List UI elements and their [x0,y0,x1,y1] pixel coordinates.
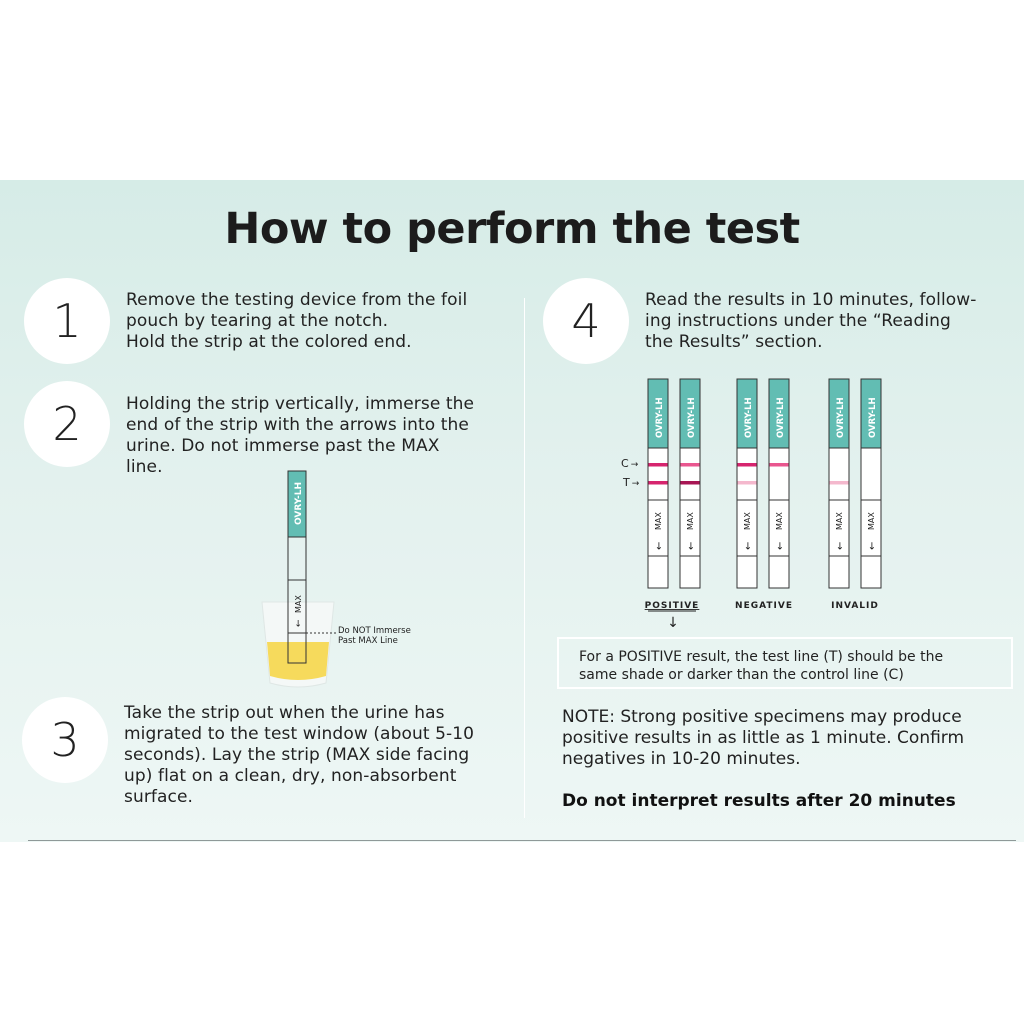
strip-arrow: ← [654,542,665,550]
strip-max-label: MAX [654,512,663,530]
positive-down-arrow: ↓ [667,615,679,631]
invalid-strip-2: OVRY-LH MAX ← [860,378,882,589]
test-line [648,481,668,485]
strip-max-label: MAX [686,512,695,530]
test-line [737,481,757,485]
bottom-divider [28,840,1016,841]
positive-label: POSITIVE [645,601,700,611]
control-line [769,463,789,467]
strip-arrow: ← [867,542,878,550]
control-marker: C→ [621,457,639,470]
strip-max-label: MAX [867,512,876,530]
strip-max-label: MAX [743,512,752,530]
immerse-callout-line-1: Do NOT Immerse [338,626,411,636]
test-marker: T→ [622,476,640,489]
strip-arrow: ← [775,542,786,550]
strip-max-label: MAX [775,512,784,530]
control-line [737,463,757,467]
strip-arrow: ← [743,542,754,550]
strip-brand-label: OVRY-LH [687,397,697,438]
strip-brand-label: OVRY-LH [868,397,878,438]
control-line [680,463,700,467]
step-1-number: 1 [24,278,110,364]
column-divider [524,298,525,818]
immerse-callout-line-2: Past MAX Line [338,636,398,646]
step-3-number: 3 [22,697,108,783]
negative-strip-2: OVRY-LH MAX ← [768,378,790,589]
urine-fill [267,642,329,680]
step-4-number: 4 [543,278,629,364]
strip-brand-label: OVRY-LH [836,397,846,438]
results-diagram: C→ T→ OVRY-LHMAX←OVRY-LHMAX←OVRY-LHMAX←O… [621,378,882,631]
positive-result-note: For a POSITIVE result, the test line (T)… [557,637,1013,689]
strip-max-label: MAX [835,512,844,530]
strip-arrow: ← [835,542,846,550]
timing-note: NOTE: Strong positive specimens may prod… [562,707,965,769]
strip-handle [288,471,306,537]
page-title: How to perform the test [224,204,800,254]
strip-brand-label: OVRY-LH [744,397,754,438]
immersion-illustration: OVRY-LH MAX ← Do NOT Immerse Past MAX Li… [261,470,411,688]
negative-label: NEGATIVE [735,601,793,611]
strip-brand-label: OVRY-LH [655,397,665,438]
step-2-number: 2 [24,381,110,467]
strip-brand-label: OVRY-LH [776,397,786,438]
step-2-text: Holding the strip vertically, immerse th… [126,394,475,477]
strip-brand-label: OVRY-LH [294,482,304,525]
invalid-strip-1: OVRY-LH MAX ← [828,378,850,589]
test-line [829,481,849,485]
test-line [680,481,700,485]
control-line [648,463,668,467]
strip-arrow: ← [294,619,304,627]
positive-strip-1: OVRY-LH MAX ← [647,378,669,589]
negative-strip-1: OVRY-LH MAX ← [736,378,758,589]
invalid-label: INVALID [831,601,879,611]
strip-max-label: MAX [294,595,303,613]
interpretation-warning: Do not interpret results after 20 minute… [562,791,956,811]
strip-arrow: ← [686,542,697,550]
positive-strip-2: OVRY-LH MAX ← [679,378,701,589]
step-4-text: Read the results in 10 minutes, follow-i… [645,290,977,352]
instruction-panel [0,180,1024,842]
